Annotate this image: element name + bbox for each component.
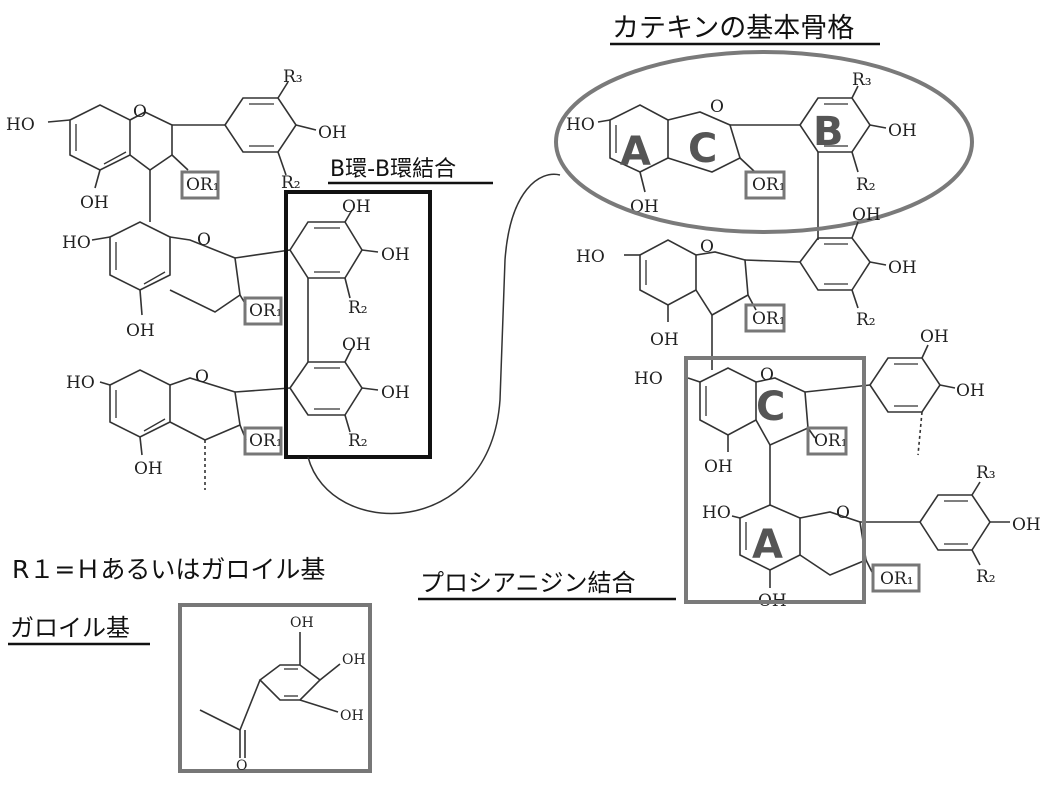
procyanidin-bond-label: プロシアニジン結合 [420, 569, 636, 597]
atom-ho: HO [634, 369, 663, 389]
atom-r3: R₃ [283, 67, 303, 87]
atom-oh: OH [1012, 515, 1041, 535]
atom-r3: R₃ [852, 70, 872, 90]
procyanidin-bond-title: プロシアニジン結合 [418, 569, 676, 601]
atom-ho: HO [66, 373, 95, 393]
atom-or1: OR₁ [752, 175, 786, 195]
or1-highlight-box [871, 563, 921, 593]
atom-o: O [836, 503, 850, 523]
b-ring-bond-box [284, 190, 432, 459]
atom-or1: OR₁ [814, 431, 848, 451]
atom-oh: OH [342, 197, 371, 217]
atom-r2: R₂ [348, 298, 368, 318]
atom-oh: OH [381, 245, 410, 265]
atom-oh: OH [290, 615, 314, 631]
atom-o: O [133, 102, 147, 122]
atom-ho: HO [566, 115, 595, 135]
ring-letter-a: A [620, 129, 651, 175]
atom-or1: OR₁ [752, 309, 786, 329]
atom-oh: OH [888, 121, 917, 141]
atom-o: O [236, 758, 247, 774]
or1-highlight-box [180, 170, 220, 200]
atom-or1: OR₁ [249, 431, 283, 451]
galloyl-structure: OH OH OH O [178, 603, 372, 774]
left-oligomer-structure: HO O OH R₃ OH R₂ OR₁ HO O OH OR₁ HO O OH… [6, 67, 432, 490]
atom-oh: OH [318, 123, 347, 143]
atom-o: O [760, 365, 774, 385]
atom-ho: HO [576, 247, 605, 267]
or1-highlight-box [806, 426, 848, 456]
atom-oh: OH [650, 330, 679, 350]
ring-letter-a: A [752, 522, 783, 568]
atom-oh: OH [342, 335, 371, 355]
ring-letter-b: B [813, 109, 844, 155]
atom-r2: R₂ [348, 431, 368, 451]
b-ring-bond-label: B環-B環結合 [330, 157, 456, 182]
atom-or1: OR₁ [249, 301, 283, 321]
atom-oh: OH [852, 205, 881, 225]
atom-r2: R₂ [976, 567, 996, 587]
right-oligomer-structure: HO O OH R₃ OH R₂ OR₁ A C B HO O OH OH OH… [554, 50, 1041, 611]
atom-oh: OH [340, 708, 364, 724]
galloyl-box [178, 603, 372, 773]
atom-r3: R₃ [976, 463, 996, 483]
catechin-skeleton-title: カテキンの基本骨格 [610, 13, 880, 46]
atom-r2: R₂ [281, 173, 301, 193]
b-ring-bond-title: B環-B環結合 [328, 157, 493, 185]
atom-o: O [710, 97, 724, 117]
or1-highlight-box [744, 303, 786, 333]
atom-ho: HO [62, 233, 91, 253]
atom-oh: OH [126, 321, 155, 341]
r1-definition-label: R１=Ｈあるいはガロイル基 [12, 555, 325, 584]
atom-o: O [195, 367, 209, 387]
atom-or1: OR₁ [186, 175, 220, 195]
catechin-skeleton-ellipse [554, 50, 974, 234]
ring-letter-c: C [688, 126, 717, 172]
atom-ho: HO [6, 115, 35, 135]
ring-letter-c: C [756, 384, 785, 430]
procyanidin-bond-box [684, 356, 866, 604]
atom-or1: OR₁ [880, 569, 914, 589]
atom-oh: OH [134, 459, 163, 479]
atom-oh: OH [381, 383, 410, 403]
atom-oh: OH [920, 327, 949, 347]
galloyl-label: ガロイル基 [10, 614, 130, 642]
catechin-skeleton-label: カテキンの基本骨格 [612, 13, 854, 44]
atom-r2: R₂ [856, 175, 876, 195]
atom-ho: HO [702, 503, 731, 523]
atom-r2: R₂ [856, 310, 876, 330]
atom-oh: OH [342, 652, 366, 668]
atom-oh: OH [704, 457, 733, 477]
atom-o: O [700, 237, 714, 257]
or1-highlight-box [243, 426, 283, 456]
atom-oh: OH [888, 258, 917, 278]
atom-o: O [197, 230, 211, 250]
connector-curve [307, 173, 561, 515]
or1-highlight-box [744, 170, 786, 200]
atom-oh: OH [80, 193, 109, 213]
or1-highlight-box [243, 296, 283, 326]
galloyl-title: ガロイル基 [8, 614, 150, 646]
atom-oh: OH [956, 381, 985, 401]
